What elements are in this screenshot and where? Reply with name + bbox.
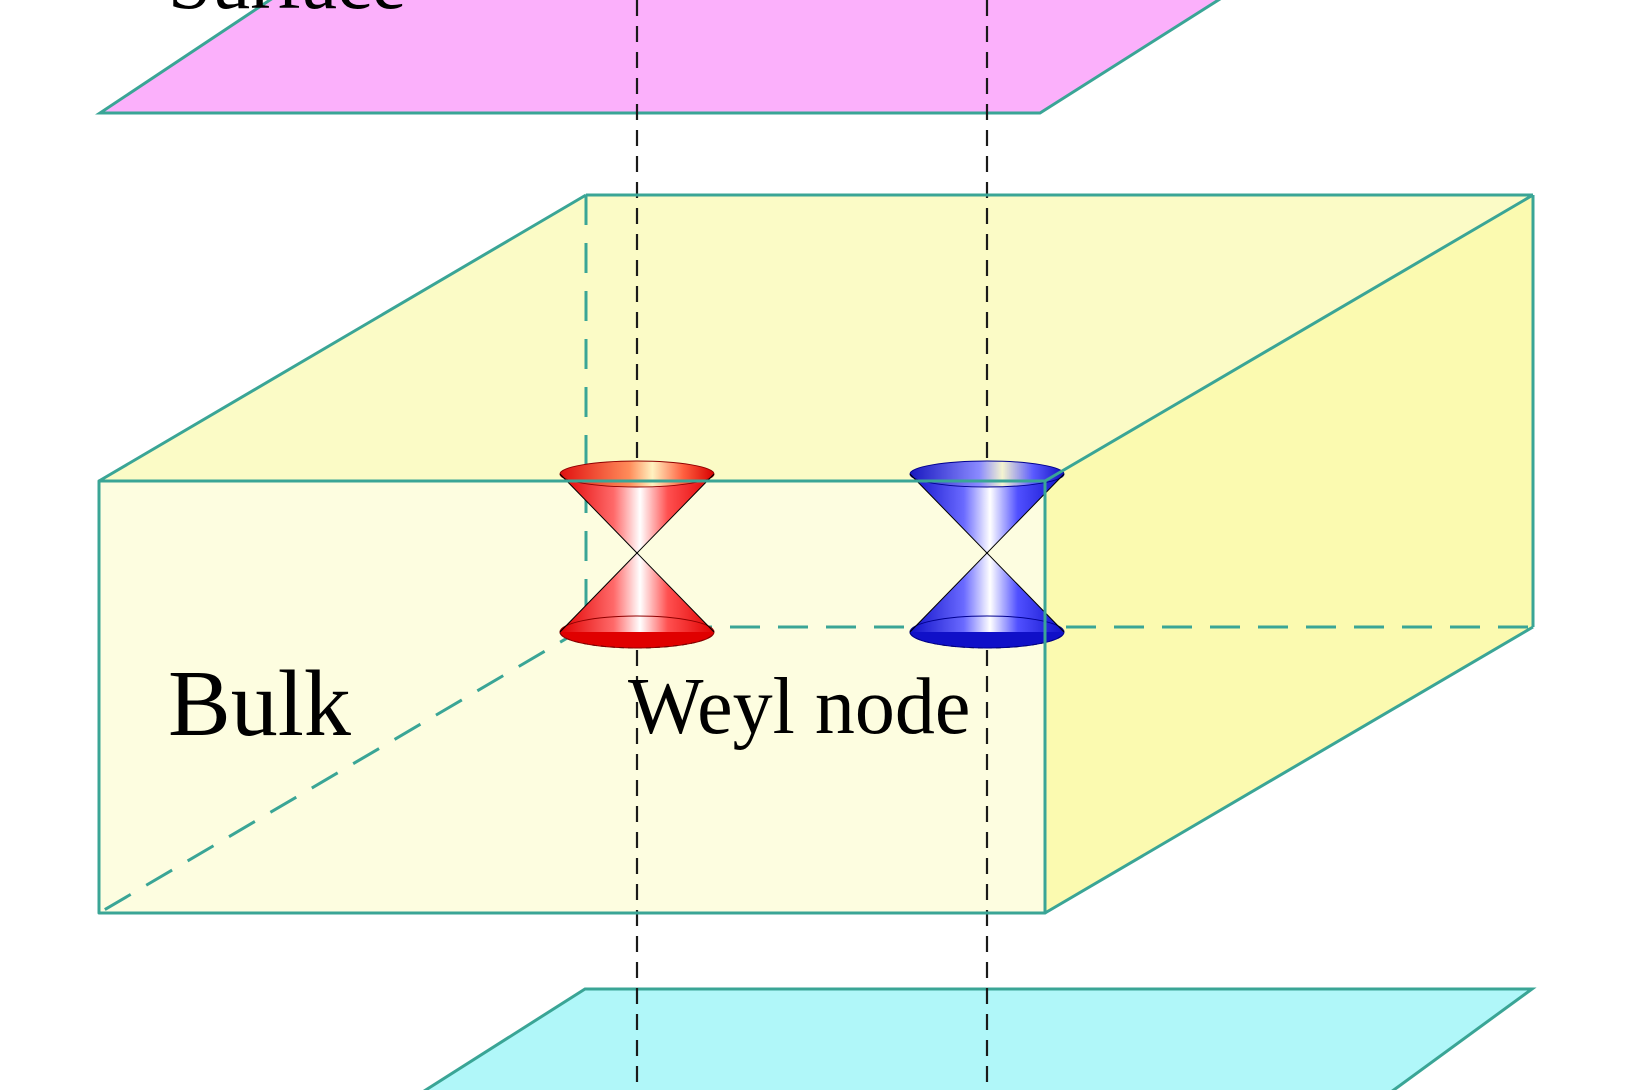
weyl-node-label: Weyl node: [628, 663, 970, 751]
cone-left-lower: [560, 553, 714, 632]
bulk-hidden-edges: [98, 195, 1533, 915]
weyl-cone-left: [559, 460, 715, 649]
cone-right-lower: [910, 553, 1064, 632]
bulk-front-face: [99, 481, 1045, 913]
bulk-label: Bulk: [168, 652, 351, 756]
bulk-side-face: [1045, 195, 1533, 913]
surface-label: Surface: [168, 0, 406, 25]
cone-right-top-rim: [909, 460, 1065, 488]
cone-left-upper: [560, 474, 714, 553]
bulk-top-face: [99, 195, 1533, 481]
top-surface-plane: [95, 0, 1222, 115]
cone-right-upper: [910, 474, 1064, 553]
bulk-visible-edges: [97, 193, 1535, 915]
cone-left-top-rim: [559, 460, 715, 488]
bottom-surface-plane: [422, 987, 1537, 1090]
